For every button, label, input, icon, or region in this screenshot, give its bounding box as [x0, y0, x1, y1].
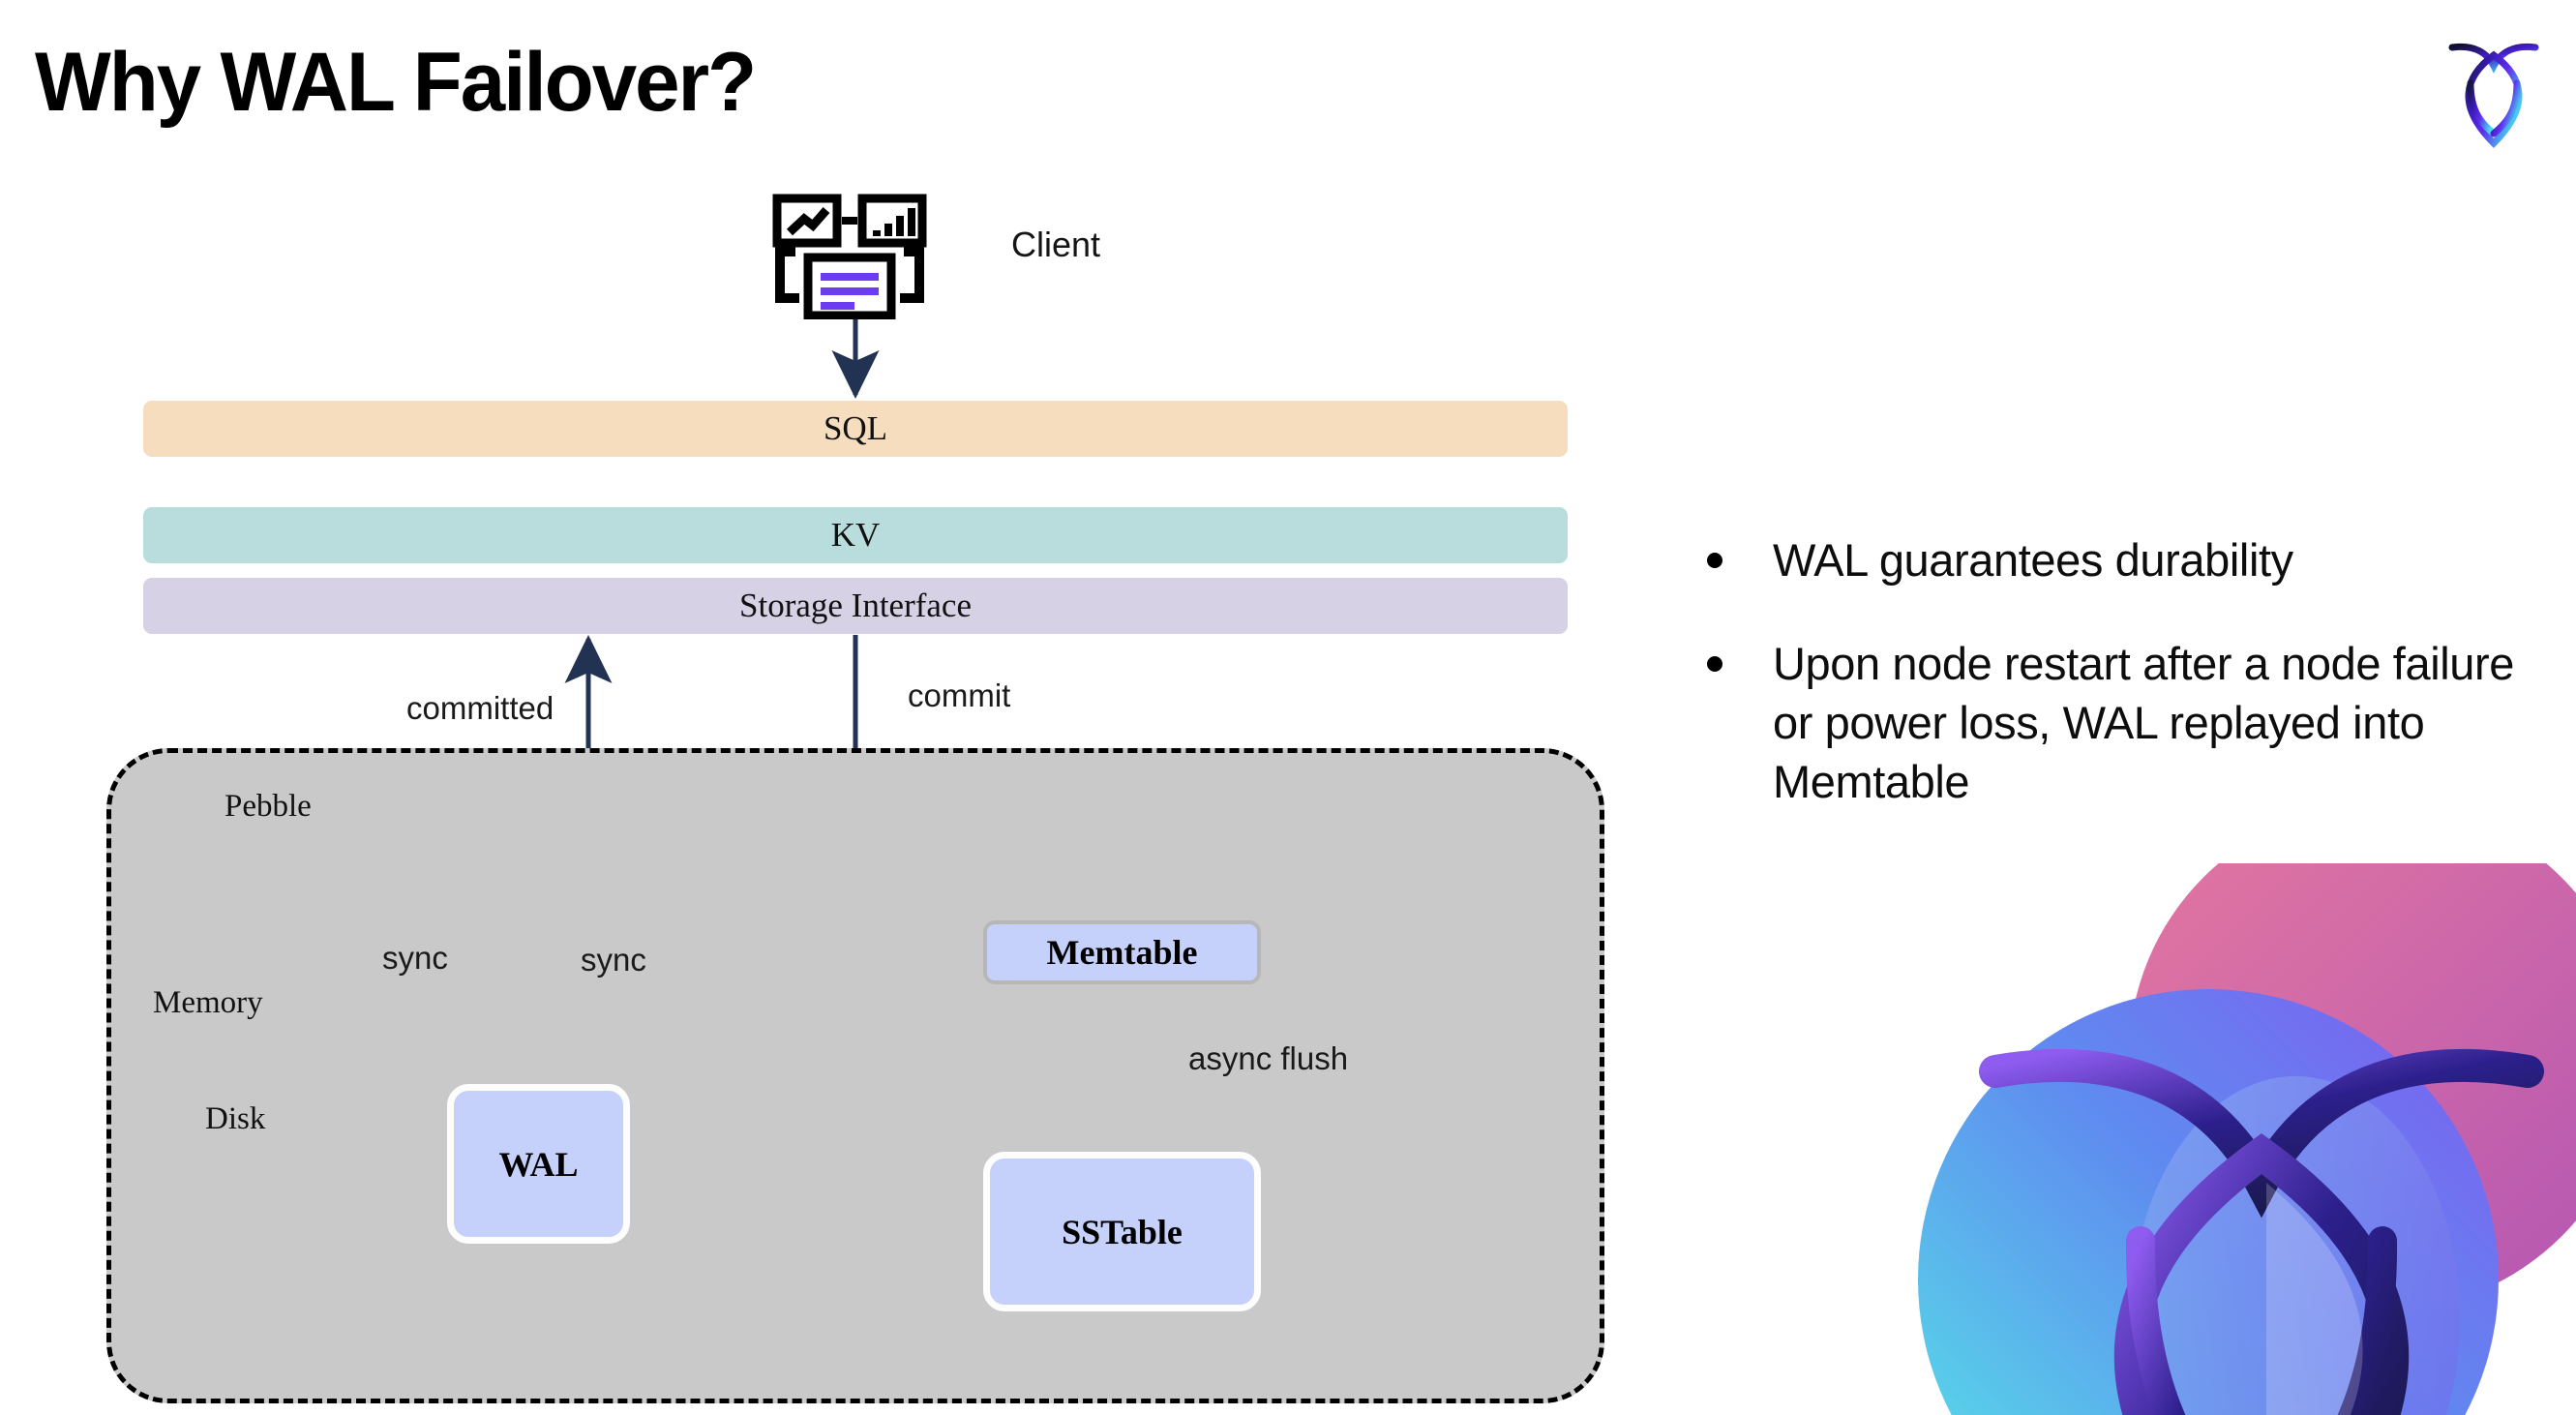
edge-label-commit: commit [908, 677, 1011, 713]
edge-label-sync-left: sync [382, 940, 448, 976]
memory-label: Memory [153, 985, 263, 1020]
node-memtable[interactable]: Memtable [983, 920, 1261, 984]
list-item: Upon node restart after a node failure o… [1707, 634, 2539, 811]
edge-label-committed: committed [406, 690, 554, 726]
bullet-dot-icon [1707, 553, 1722, 568]
layer-bar-sql[interactable]: SQL [143, 401, 1568, 457]
client-label: Client [1011, 225, 1101, 264]
bullet-text: Upon node restart after a node failure o… [1773, 638, 2515, 808]
cockroachdb-gradient-circles-decoration [1918, 863, 2576, 1415]
node-memtable-label: Memtable [1046, 933, 1198, 972]
layer-bar-sql-label: SQL [823, 409, 888, 447]
layer-bar-kv-label: KV [830, 516, 881, 554]
disk-label: Disk [205, 1101, 266, 1136]
layer-bar-kv[interactable]: KV [143, 507, 1568, 563]
pebble-container [106, 748, 1604, 1403]
layer-bar-storage-interface-label: Storage Interface [739, 587, 972, 624]
architecture-diagram: Client SQL KV Storage Interface Pebble M… [106, 194, 1604, 1403]
node-wal-label: WAL [498, 1144, 579, 1184]
page-title: Why WAL Failover? [35, 36, 757, 129]
cockroachdb-logo-icon [2448, 43, 2539, 148]
node-sstable-label: SSTable [1062, 1212, 1183, 1251]
layer-bar-storage-interface[interactable]: Storage Interface [143, 578, 1568, 634]
node-sstable[interactable]: SSTable [983, 1152, 1261, 1311]
bullet-text: WAL guarantees durability [1773, 534, 2293, 586]
client-dashboard-icon [772, 194, 927, 319]
list-item: WAL guarantees durability [1707, 530, 2539, 589]
edge-label-sync-right: sync [581, 942, 646, 978]
node-wal[interactable]: WAL [447, 1084, 630, 1244]
pebble-label: Pebble [225, 789, 312, 824]
edge-label-async-flush: async flush [1188, 1040, 1349, 1076]
bullet-dot-icon [1707, 656, 1722, 673]
bullet-list: WAL guarantees durability Upon node rest… [1707, 530, 2539, 856]
